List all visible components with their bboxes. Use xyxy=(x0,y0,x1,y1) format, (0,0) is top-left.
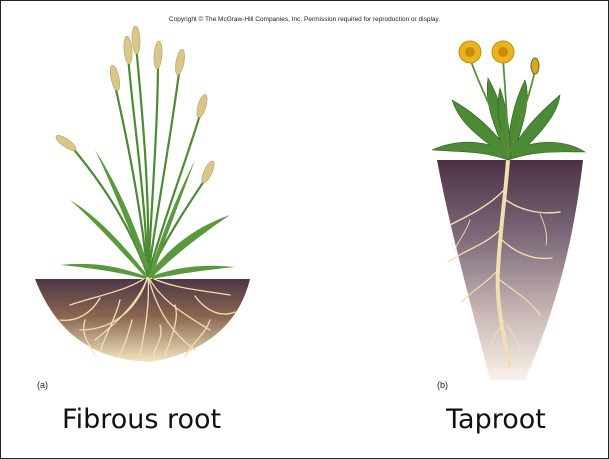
dandelion-flowers xyxy=(459,41,539,74)
panel-a-label: (a) xyxy=(37,380,48,390)
grass-seed-heads xyxy=(54,26,217,185)
fibrous-root-plant xyxy=(35,26,250,362)
panel-b-label: (b) xyxy=(437,380,448,390)
taproot-plant xyxy=(432,41,585,380)
taproot-caption: Taproot xyxy=(446,404,546,435)
taproot-soil-block xyxy=(437,160,583,380)
fibrous-root-caption: Fibrous root xyxy=(62,404,221,435)
